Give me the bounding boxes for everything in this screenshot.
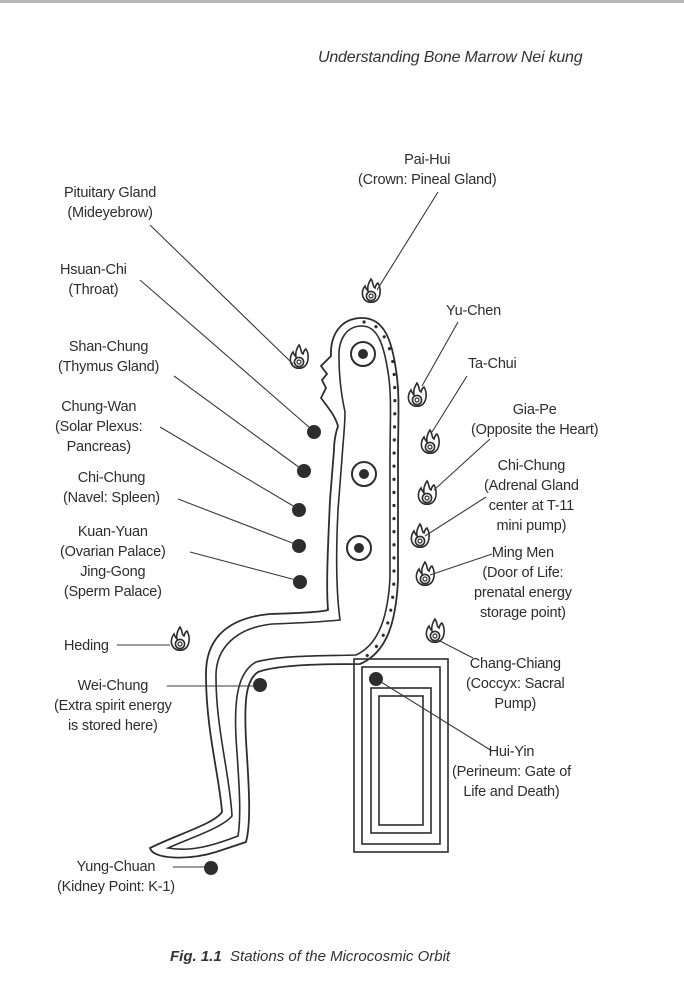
- running-header: Understanding Bone Marrow Nei kung: [318, 49, 583, 66]
- label-hsuan-chi: Hsuan-Chi(Throat): [60, 262, 127, 298]
- kuan-yuan-dot: [293, 575, 307, 589]
- ring-point-navel: [346, 535, 372, 561]
- chair: [353, 658, 449, 853]
- figure-number: Fig. 1.1: [170, 948, 222, 965]
- label-yu-chen: Yu-Chen: [446, 303, 502, 319]
- orbit-channel: [358, 320, 397, 662]
- ring-points: [346, 341, 377, 561]
- flame-icon: [289, 344, 309, 370]
- label-shan-chung: Shan-Chung(Thymus Gland): [58, 339, 160, 375]
- page-top-rule: [0, 0, 684, 3]
- flame-icon: [415, 561, 435, 587]
- wei-chung-dot: [253, 678, 267, 692]
- chung-wan-dot: [292, 503, 306, 517]
- label-kuan-yuan-jing-gong: Kuan-Yuan(Ovarian Palace)Jing-Gong(Sperm…: [60, 524, 166, 600]
- yung-chuan-dot: [204, 861, 218, 875]
- label-chi-chung-navel: Chi-Chung(Navel: Spleen): [63, 470, 160, 506]
- hui-yin-dot: [369, 672, 383, 686]
- ring-point-heart: [351, 461, 377, 487]
- flame-icon: [420, 429, 440, 455]
- label-ta-chui: Ta-Chui: [468, 356, 517, 372]
- front-channel-dots: [204, 425, 383, 875]
- hsuan-chi-dot: [307, 425, 321, 439]
- body-outline-inner: [165, 325, 392, 851]
- label-chung-wan: Chung-Wan(Solar Plexus:Pancreas): [55, 399, 143, 455]
- figure-caption: Fig. 1.1 Stations of the Microcosmic Orb…: [170, 948, 450, 965]
- label-gia-pe: Gia-Pe(Opposite the Heart): [471, 402, 599, 438]
- flame-icon: [417, 480, 437, 506]
- leader-lines: [117, 191, 493, 868]
- label-heding: Heding: [64, 638, 109, 654]
- flame-icon: [407, 382, 427, 408]
- label-pai-hui: Pai-Hui(Crown: Pineal Gland): [358, 152, 497, 188]
- flame-icon: [170, 626, 190, 652]
- shan-chung-dot: [297, 464, 311, 478]
- figure-caption-text: Stations of the Microcosmic Orbit: [230, 948, 451, 965]
- flame-icon: [425, 618, 445, 644]
- flame-icon: [361, 278, 381, 304]
- body-outline-outer: [148, 317, 400, 859]
- flame-icons: [170, 278, 445, 652]
- ring-point-head: [350, 341, 376, 367]
- label-pituitary-gland: Pituitary Gland(Mideyebrow): [64, 185, 157, 221]
- chi-chung-navel-dot: [292, 539, 306, 553]
- label-yung-chuan: Yung-Chuan(Kidney Point: K-1): [57, 859, 175, 895]
